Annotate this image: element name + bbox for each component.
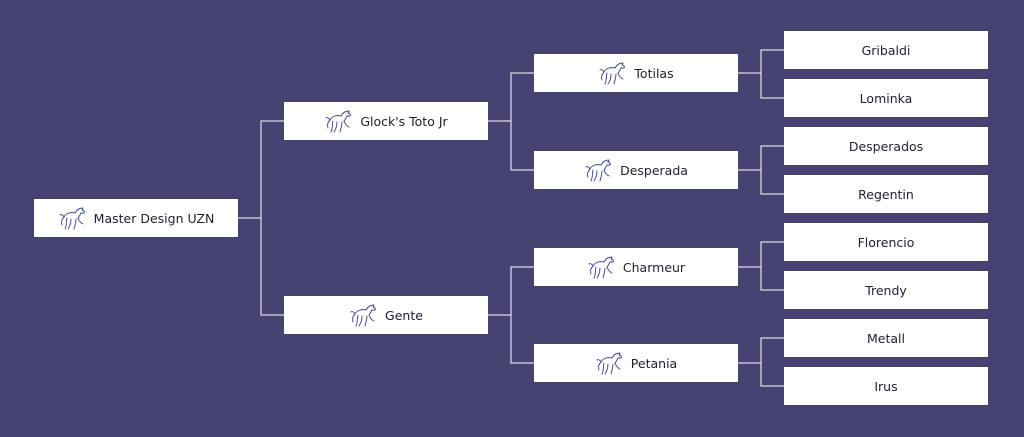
horse-icon [588, 256, 614, 279]
horse-name: Irus [874, 378, 898, 394]
horse-box-master-design-uzn[interactable]: Master Design UZN [34, 199, 238, 237]
horse-icon [599, 62, 626, 85]
horse-name: Desperados [848, 138, 924, 154]
bracket-connector [238, 120, 284, 316]
bracket-connector [488, 266, 534, 364]
horse-name: Desperada [620, 162, 688, 178]
horse-box-regentin[interactable]: Regentin [784, 175, 988, 213]
bracket-connector [738, 145, 784, 195]
horse-box-dam[interactable]: Gente [284, 296, 488, 334]
horse-name: Gente [385, 307, 423, 323]
horse-box-irus[interactable]: Irus [784, 367, 988, 405]
horse-box-sire-dam[interactable]: Desperada [534, 151, 738, 189]
horse-name: Lominka [859, 90, 913, 106]
horse-name: Petania [630, 355, 678, 371]
horse-name: Florencio [857, 234, 915, 250]
horse-icon [59, 207, 85, 230]
horse-name: Totilas [634, 65, 674, 81]
horse-name: Glock's Toto Jr [360, 113, 448, 129]
bracket-connector [738, 241, 784, 291]
horse-box-trendy[interactable]: Trendy [784, 271, 988, 309]
bracket-connector [738, 49, 784, 99]
horse-icon [596, 352, 622, 375]
horse-icon [585, 159, 611, 182]
horse-name: Trendy [865, 282, 907, 298]
horse-name: Metall [867, 330, 905, 346]
bracket-connector [738, 337, 784, 387]
horse-box-dam-sire[interactable]: Charmeur [534, 248, 738, 286]
horse-box-desperados[interactable]: Desperados [784, 127, 988, 165]
horse-box-lominka[interactable]: Lominka [784, 79, 988, 117]
horse-name: Master Design UZN [93, 210, 215, 226]
horse-name: Gribaldi [861, 42, 911, 58]
horse-name: Charmeur [622, 259, 686, 275]
horse-icon [350, 304, 376, 327]
horse-icon [325, 110, 352, 133]
horse-box-sire-sire[interactable]: Totilas [534, 54, 738, 92]
horse-box-dam-dam[interactable]: Petania [534, 344, 738, 382]
horse-box-gribaldi[interactable]: Gribaldi [784, 31, 988, 69]
horse-box-florencio[interactable]: Florencio [784, 223, 988, 261]
bracket-connector [488, 72, 534, 171]
horse-box-metall[interactable]: Metall [784, 319, 988, 357]
horse-name: Regentin [858, 186, 914, 202]
horse-box-sire[interactable]: Glock's Toto Jr [284, 102, 488, 140]
